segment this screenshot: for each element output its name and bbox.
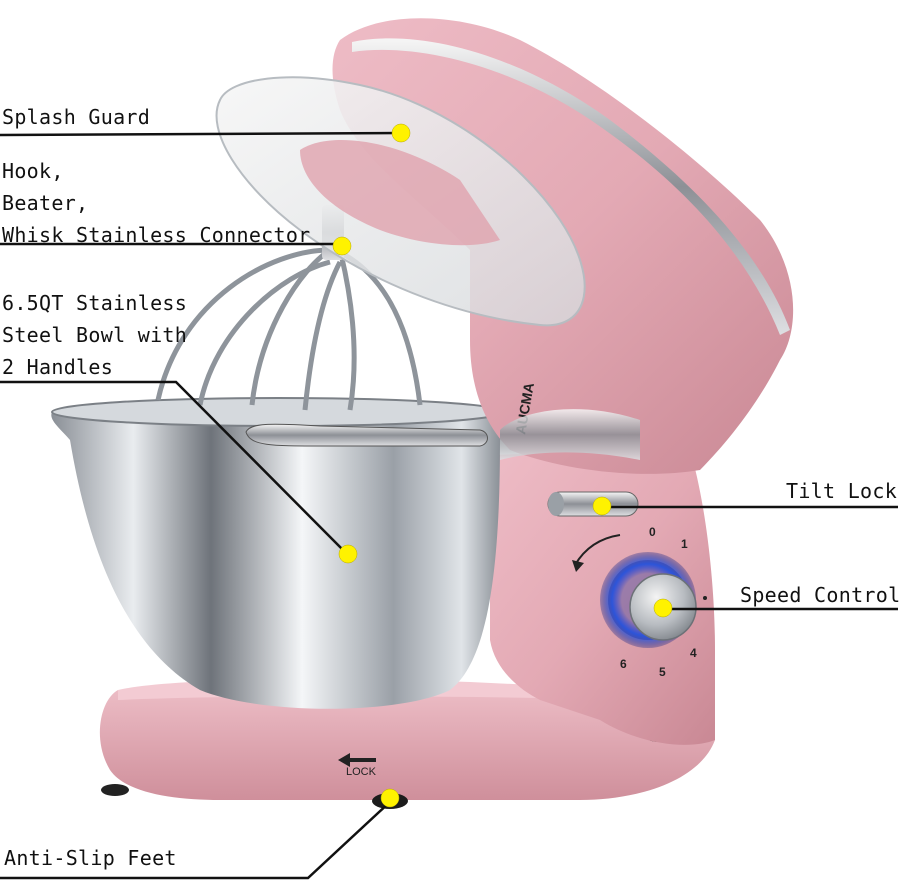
- marker-tilt-lock: [592, 496, 612, 516]
- callout-bowl-line-2: Steel Bowl with: [2, 323, 188, 347]
- callout-line-feet: [0, 800, 392, 880]
- callout-tilt-lock: Tilt Lock: [786, 479, 898, 503]
- callout-bowl-line-1: 6.5QT Stainless: [2, 291, 188, 315]
- mixing-bowl: [51, 397, 508, 709]
- callout-hook-line-3: Whisk Stainless Connector: [2, 223, 311, 247]
- callout-line-bowl: [0, 380, 349, 556]
- marker-speed-control: [653, 598, 673, 618]
- foot-left: [101, 784, 129, 796]
- dial-number-5: 5: [659, 665, 666, 679]
- speed-control-dial[interactable]: 0 1 4 5 6: [572, 525, 707, 679]
- callout-bowl-line-3: 2 Handles: [2, 355, 114, 379]
- marker-splash-guard: [391, 123, 411, 143]
- bowl-handle: [245, 423, 488, 447]
- dial-number-6: 6: [620, 657, 627, 671]
- lock-text: LOCK: [346, 766, 377, 778]
- dial-number-0: 0: [649, 525, 656, 539]
- marker-bowl: [338, 544, 358, 564]
- callout-splash-guard: Splash Guard: [2, 105, 151, 129]
- splash-guard: [215, 76, 586, 327]
- marker-hook: [332, 236, 352, 256]
- callout-hook-beater-whisk: Hook, Beater, Whisk Stainless Connector: [2, 156, 311, 252]
- callout-markers: [332, 123, 673, 808]
- callout-speed-control: Speed Control: [740, 583, 900, 607]
- callout-lines: [0, 131, 898, 880]
- callout-stainless-bowl: 6.5QT Stainless Steel Bowl with 2 Handle…: [2, 288, 187, 384]
- callout-anti-slip-feet: Anti-Slip Feet: [4, 846, 177, 870]
- callout-hook-line-1: Hook,: [2, 159, 64, 183]
- lock-arrow-icon: [338, 753, 376, 767]
- callout-hook-line-2: Beater,: [2, 191, 89, 215]
- callout-line-splash-guard: [0, 131, 401, 137]
- dial-number-1: 1: [681, 537, 688, 551]
- whisk: [155, 247, 423, 411]
- marker-feet: [380, 788, 400, 808]
- rotate-arrow-icon: [574, 534, 621, 566]
- dial-number-4: 4: [690, 646, 697, 660]
